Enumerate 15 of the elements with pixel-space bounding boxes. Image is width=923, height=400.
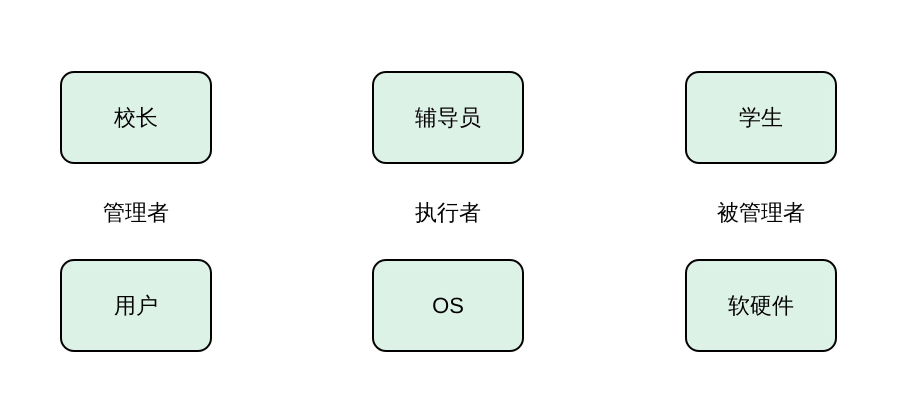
rounded-box: [60, 71, 212, 164]
role-label: 被管理者: [717, 199, 805, 227]
box-label: 校长: [114, 104, 158, 132]
box-label: 学生: [739, 104, 783, 132]
role-label: 管理者: [103, 199, 169, 227]
rounded-box: [685, 259, 837, 352]
rounded-box: [685, 71, 837, 164]
box-label: 软硬件: [728, 292, 794, 320]
box-label: OS: [432, 292, 464, 320]
box-label: 辅导员: [415, 104, 481, 132]
rounded-box: [372, 259, 524, 352]
role-label: 执行者: [415, 199, 481, 227]
box-label: 用户: [114, 292, 158, 320]
rounded-box: [60, 259, 212, 352]
rounded-box: [372, 71, 524, 164]
